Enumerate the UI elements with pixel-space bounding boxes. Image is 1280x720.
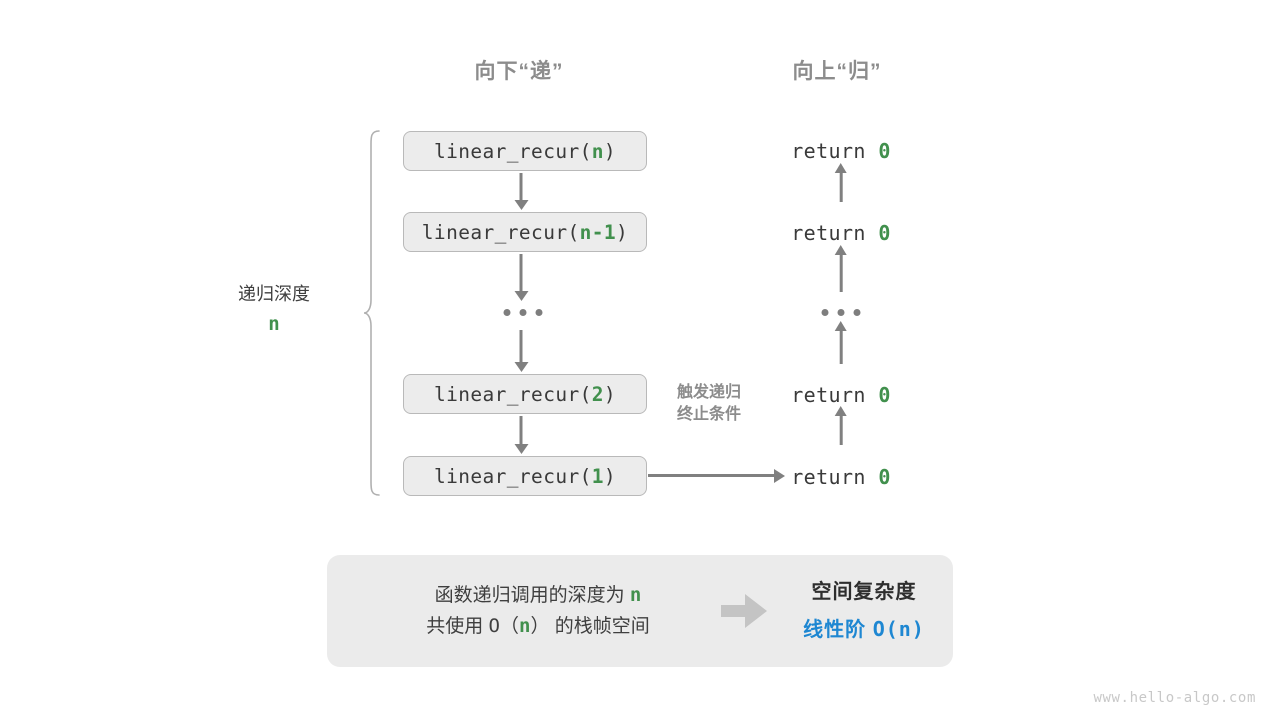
dot (821, 309, 829, 316)
call-frame-prefix: linear_recur( (421, 220, 580, 244)
call-frame-arg: 2 (591, 382, 604, 406)
terminate-condition-note: 触发递归 终止条件 (677, 382, 741, 425)
descend-arrow (519, 416, 523, 445)
return-value: 0 (878, 383, 891, 407)
watermark: www.hello-algo.com (1093, 690, 1256, 706)
return-keyword: return (791, 221, 866, 245)
column-heading-descend: 向下“递” (474, 60, 564, 83)
descend-arrow (519, 254, 523, 292)
call-frame-suffix: ) (603, 464, 617, 488)
return-keyword: return (791, 139, 866, 163)
ascend-arrow (839, 254, 843, 292)
call-frame-box[interactable]: linear_recur(2) (403, 374, 647, 414)
space-complexity-title: 空间复杂度 (811, 580, 917, 603)
call-frame-suffix: ) (616, 220, 629, 244)
space-complexity-value: 线性阶 O(n) (775, 614, 953, 646)
return-keyword: return (791, 465, 866, 489)
recursion-depth-value: n (268, 313, 280, 336)
recursion-depth-label: 递归深度 n (174, 281, 374, 339)
dot (519, 309, 527, 316)
terminate-condition-line2: 终止条件 (676, 405, 742, 423)
dot (837, 309, 845, 316)
call-frame-arg: 1 (591, 464, 604, 488)
call-frame-box[interactable]: linear_recur(1) (403, 456, 647, 496)
block-arrow-right-icon (713, 594, 775, 628)
ascend-arrow (839, 330, 843, 364)
call-frame-prefix: linear_recur( (433, 382, 592, 406)
dot (535, 309, 543, 316)
summary-line-2-var: n (518, 615, 531, 637)
ascend-arrow (839, 415, 843, 445)
call-frame-box[interactable]: linear_recur(n-1) (403, 212, 647, 252)
summary-line-2-o-open: O（ (488, 615, 519, 637)
ellipsis-left (503, 309, 543, 316)
column-heading-ascend: 向上“归” (792, 60, 882, 83)
call-frame-prefix: linear_recur( (433, 464, 592, 488)
call-frame-arg: n-1 (579, 220, 617, 244)
dot (503, 309, 511, 316)
summary-line-2-prefix: 共使用 (426, 616, 484, 637)
recursion-depth-text: 递归深度 (238, 284, 310, 304)
return-label: return 0 (791, 221, 891, 245)
return-value: 0 (878, 221, 891, 245)
base-case-arrow (648, 474, 774, 477)
summary-right-text: 空间复杂度 线性阶 O(n) (775, 577, 953, 646)
return-label: return 0 (791, 139, 891, 163)
return-label: return 0 (791, 465, 891, 489)
return-keyword: return (791, 383, 866, 407)
ascend-arrow (839, 172, 843, 202)
descend-arrow (519, 330, 523, 363)
call-frame-box[interactable]: linear_recur(n) (403, 131, 647, 171)
summary-line-1-var: n (629, 583, 642, 606)
call-frame-suffix: ) (603, 139, 617, 163)
summary-line-2-suffix: 的栈帧空间 (554, 616, 650, 637)
dot (853, 309, 861, 316)
summary-left-text: 函数递归调用的深度为 n 共使用 O（n） 的栈帧空间 (327, 580, 713, 643)
call-frame-suffix: ) (603, 382, 617, 406)
summary-panel: 函数递归调用的深度为 n 共使用 O（n） 的栈帧空间 空间复杂度 线性阶 O(… (327, 555, 953, 667)
terminate-condition-line1: 触发递归 (676, 384, 742, 401)
descend-arrow (519, 173, 523, 201)
summary-line-1: 函数递归调用的深度为 n (363, 580, 713, 611)
summary-line-1-text: 函数递归调用的深度为 (434, 584, 625, 606)
recursion-depth-brace (362, 128, 384, 503)
summary-line-2-o-close: ） (530, 615, 550, 637)
call-frame-prefix: linear_recur( (433, 139, 592, 163)
return-label: return 0 (791, 383, 891, 407)
space-complexity-order: 线性阶 (803, 618, 867, 641)
ellipsis-right (821, 309, 861, 316)
summary-line-2: 共使用 O（n） 的栈帧空间 (363, 611, 713, 642)
return-value: 0 (878, 465, 891, 489)
space-complexity-big-o: O(n) (872, 616, 925, 641)
call-frame-arg: n (591, 139, 604, 163)
return-value: 0 (878, 139, 891, 163)
